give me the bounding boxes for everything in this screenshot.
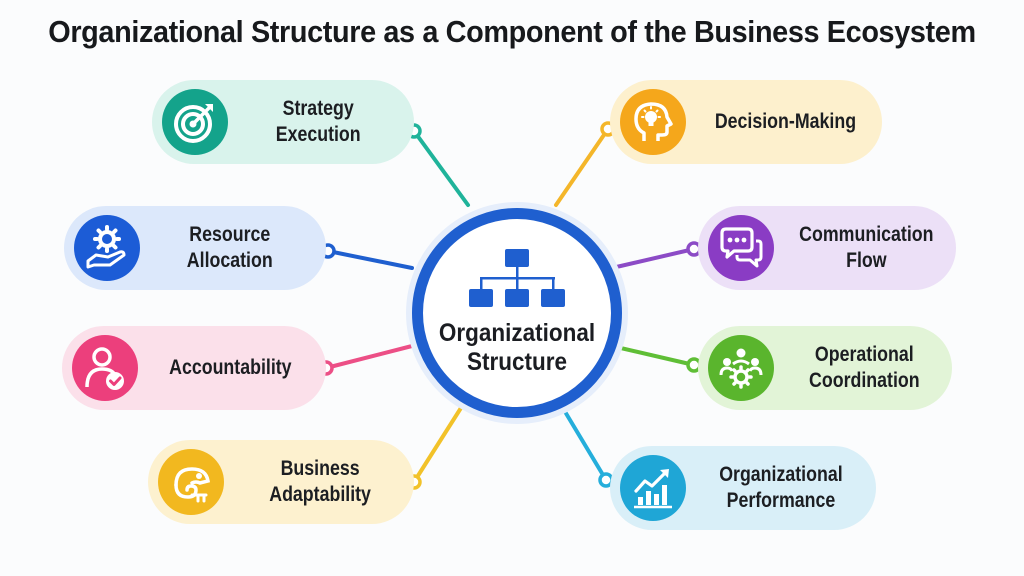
node-accountability: Accountability bbox=[62, 326, 326, 410]
node-decision-making: Decision-Making bbox=[610, 80, 882, 164]
target-icon bbox=[174, 104, 213, 143]
connector-organizational-performance bbox=[556, 398, 608, 482]
head-lightbulb-icon bbox=[634, 102, 673, 141]
person-check-icon bbox=[85, 347, 124, 390]
chat-bubbles-icon bbox=[720, 227, 763, 268]
chameleon-icon bbox=[174, 467, 210, 503]
gear-hand-icon bbox=[86, 225, 126, 269]
connector-communication-flow bbox=[610, 247, 696, 270]
team-gear-icon bbox=[719, 348, 763, 389]
node-label: Accountability bbox=[168, 356, 292, 379]
growth-chart-icon bbox=[634, 469, 672, 509]
connector-business-adaptability bbox=[412, 398, 468, 484]
connector-resource-allocation bbox=[326, 249, 414, 270]
diagram-title: Organizational Structure as a Component … bbox=[48, 14, 976, 49]
node-label: Decision-Making bbox=[714, 110, 856, 133]
org-chart-icon bbox=[469, 249, 565, 307]
connector-operational-coordination bbox=[610, 344, 696, 367]
hub-label: Organizational Structure bbox=[438, 319, 596, 376]
connector-strategy-execution bbox=[412, 129, 470, 207]
central-hub: Organizational Structure bbox=[412, 208, 622, 418]
connector-decision-making bbox=[554, 127, 610, 207]
connector-accountability bbox=[324, 344, 414, 370]
